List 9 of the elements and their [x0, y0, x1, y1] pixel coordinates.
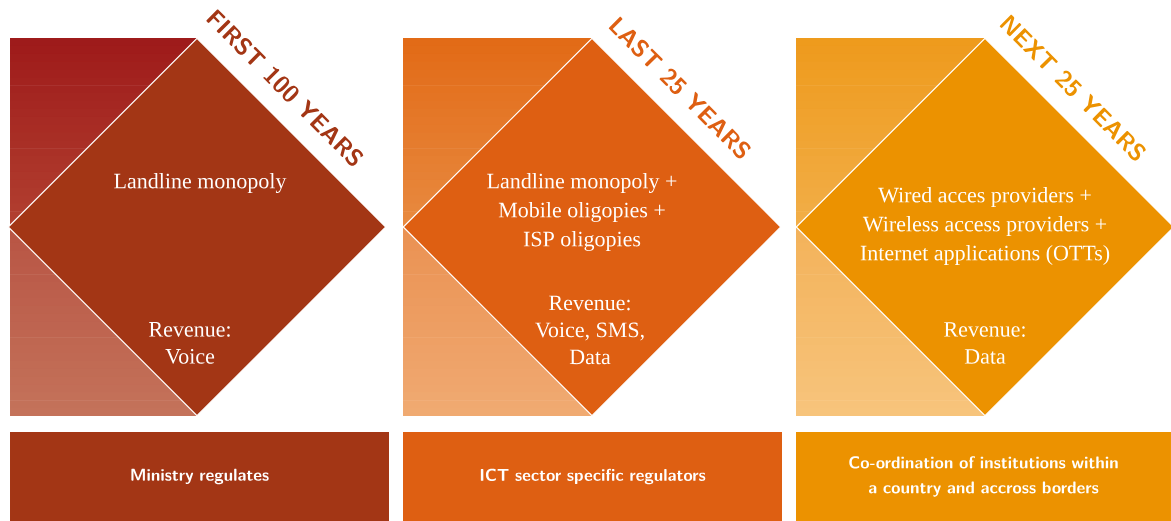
- regulation-bar: Co-ordination of institutions within a country and accross borders: [796, 432, 1171, 521]
- revenue-text: Revenue: Voice: [149, 322, 230, 364]
- regulation-bar: Ministry regulates: [10, 432, 389, 521]
- description-text: Wired acces providers + Wireless access providers + Internet applications (OTTs): [860, 187, 1110, 265]
- regulation-bar: ICT sector specific regulators: [403, 432, 782, 521]
- revenue-text: Revenue: Data: [944, 322, 1025, 364]
- description-text: Landline monopoly + Mobile oligopies + ISP oligopies: [487, 173, 677, 251]
- revenue-text: Revenue: Voice, SMS, Data: [535, 295, 644, 365]
- description-text: Landline monopoly: [114, 173, 287, 193]
